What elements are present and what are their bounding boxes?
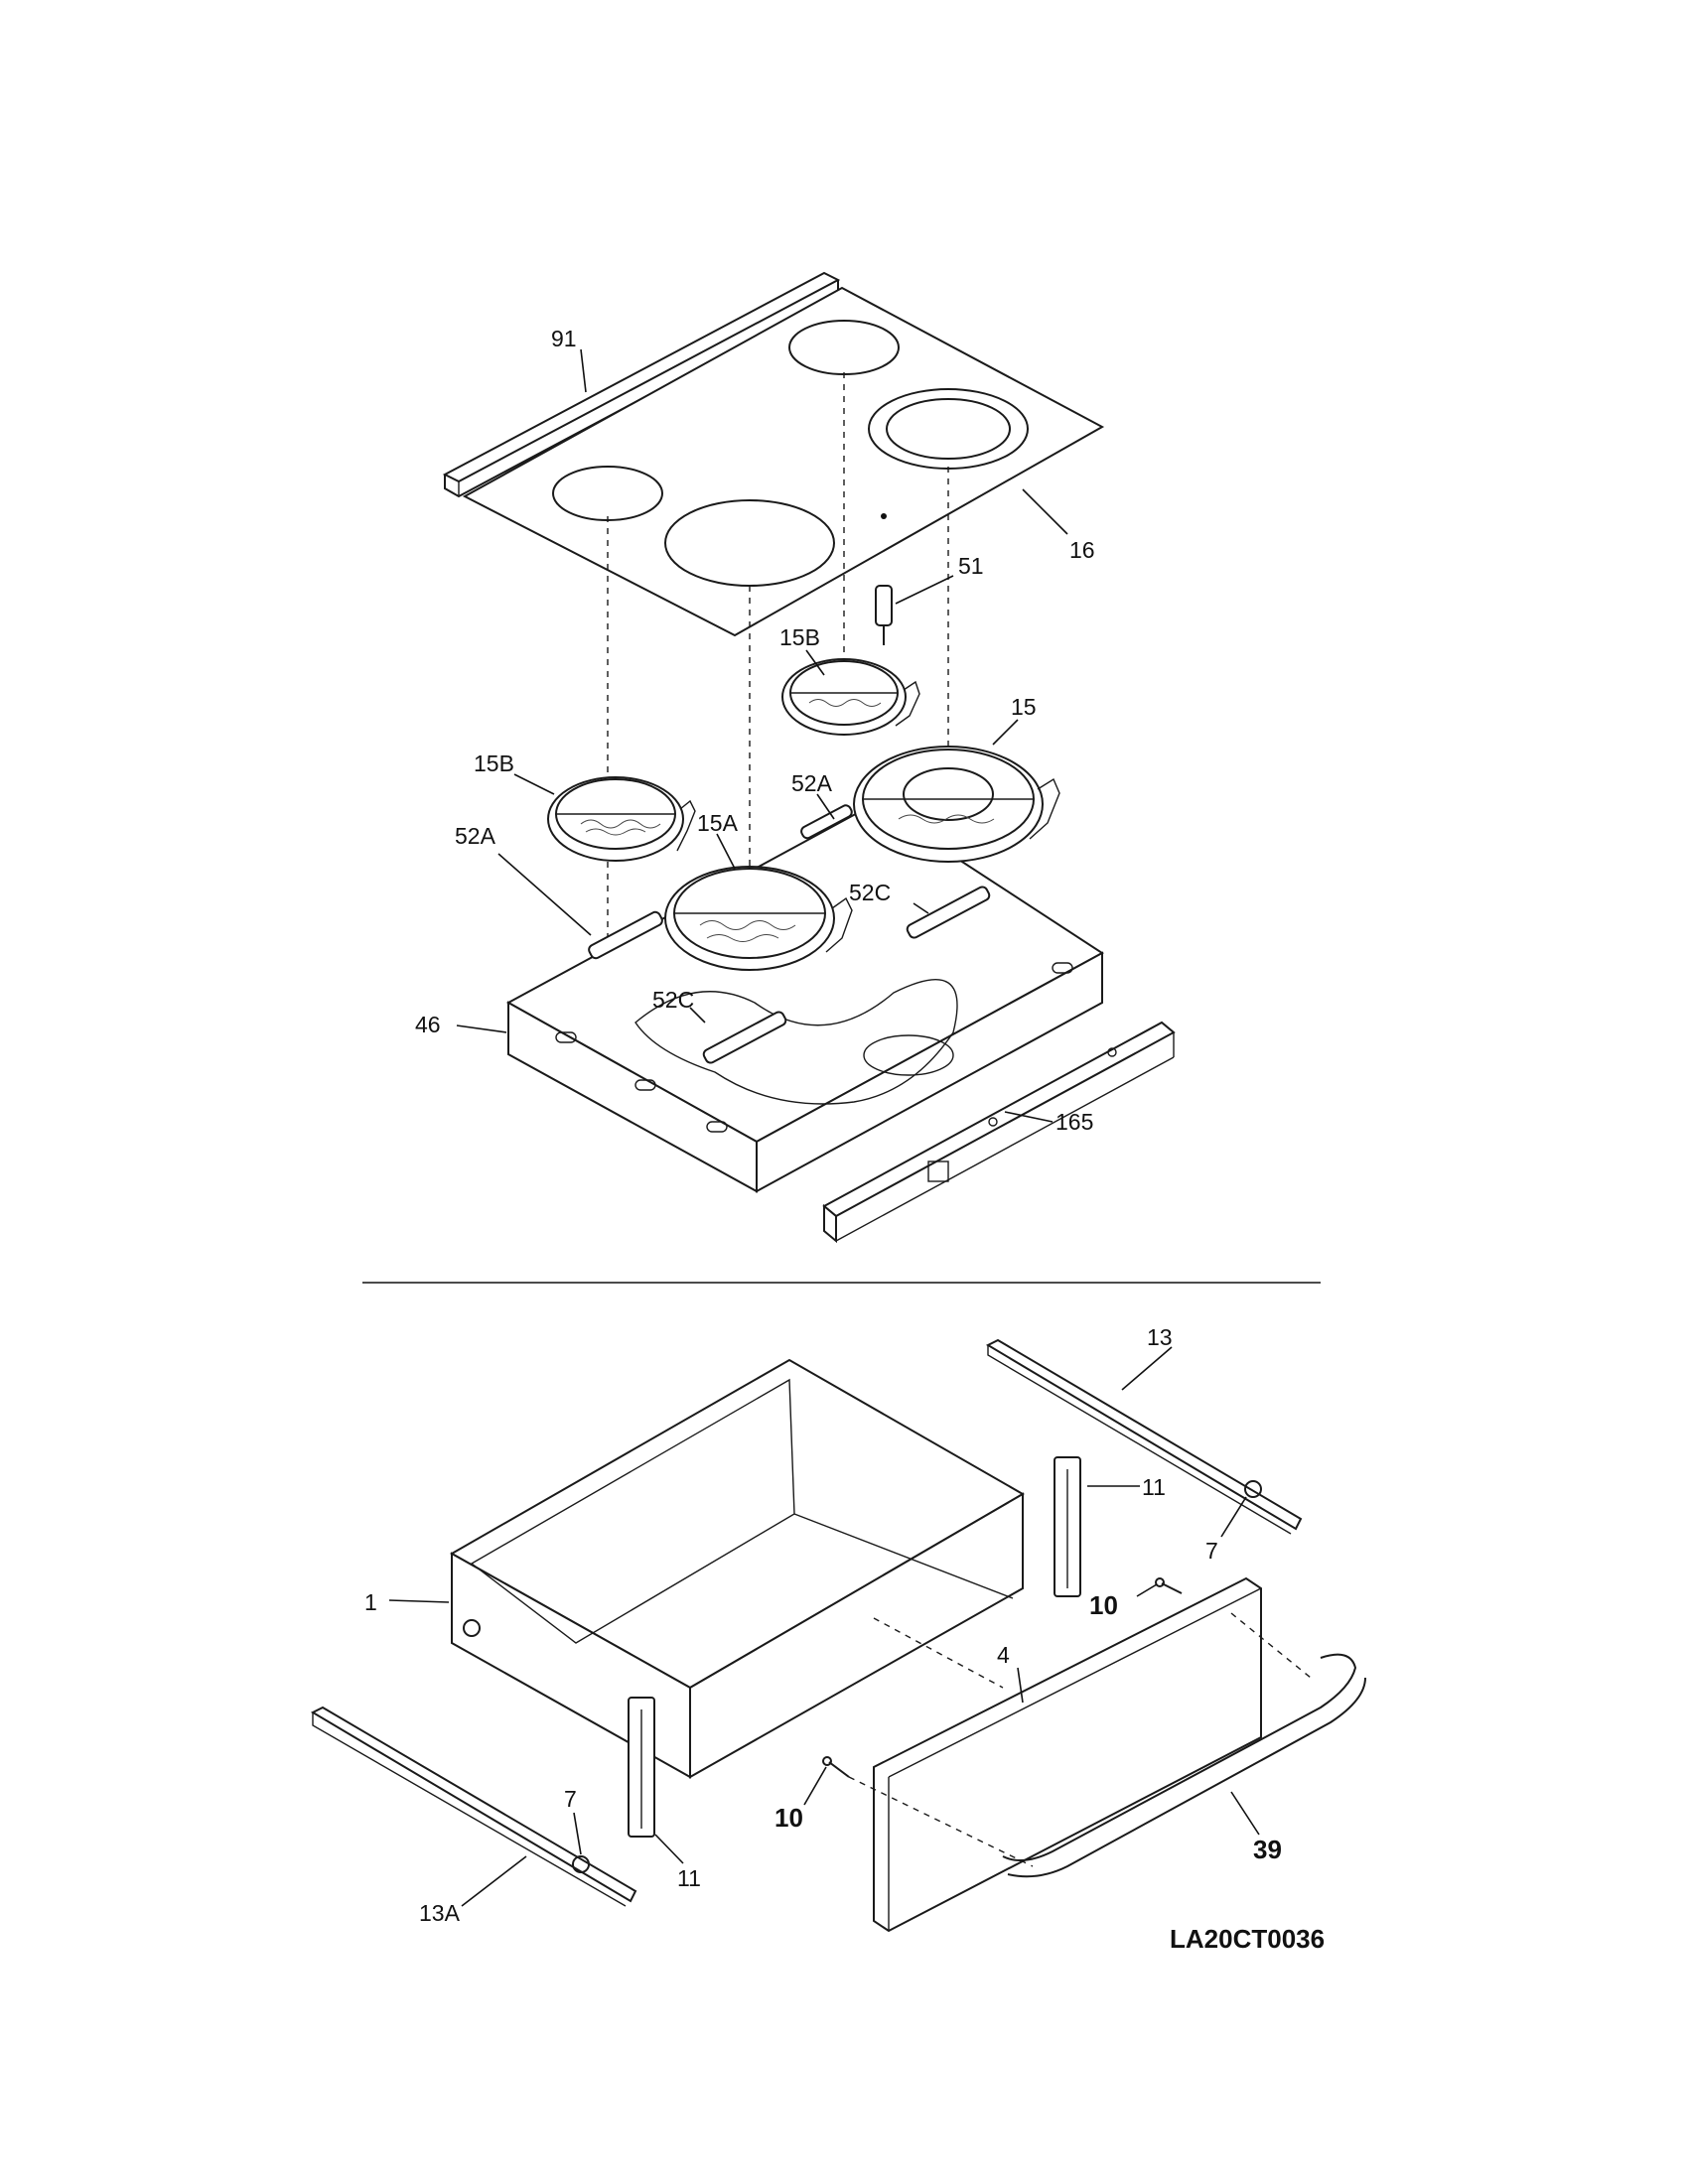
part-39-handle	[1002, 1653, 1366, 1878]
part-10-screw-right	[1155, 1577, 1183, 1594]
callout-1: 1	[364, 1589, 377, 1615]
diagram-id: LA20CT0036	[1170, 1924, 1325, 1954]
part-52C-strap-right	[906, 886, 991, 939]
callout-13A: 13A	[419, 1900, 461, 1926]
part-10-screw-left	[822, 1756, 850, 1778]
part-52A-strap-left	[588, 910, 663, 960]
callout-52A-right: 52A	[791, 770, 833, 796]
callout-13: 13	[1147, 1324, 1173, 1350]
part-52C-strap-left	[702, 1011, 787, 1064]
callout-51: 51	[958, 553, 984, 579]
alignment-lines	[607, 372, 949, 998]
callout-11-right: 11	[1142, 1474, 1166, 1500]
part-11-bracket-right	[1054, 1456, 1081, 1597]
part-51-sensor	[875, 585, 893, 645]
callout-7-right: 7	[1205, 1538, 1218, 1564]
callout-10-left: 10	[774, 1803, 803, 1833]
callout-15B-left: 15B	[474, 751, 514, 776]
callout-10-right: 10	[1089, 1590, 1118, 1620]
callout-91: 91	[551, 326, 577, 351]
callout-15A: 15A	[697, 810, 739, 836]
part-46-chassis-tray	[505, 802, 1104, 1193]
part-15-dual-element	[853, 746, 1060, 863]
callout-46: 46	[415, 1012, 441, 1037]
part-15B-element-right	[781, 658, 920, 736]
part-52A-strap-right	[800, 804, 853, 840]
part-15B-element-left	[547, 776, 696, 862]
callout-7-left: 7	[564, 1786, 577, 1812]
callout-52C-right: 52C	[849, 880, 891, 905]
callout-52C-left: 52C	[652, 987, 694, 1013]
leader-lines-lower	[388, 1346, 1260, 1907]
alignment-line-handle-left	[848, 1776, 1034, 1867]
part-4-drawer-front	[873, 1576, 1262, 1933]
alignment-line-drawer	[873, 1617, 1004, 1689]
part-11-bracket-left	[628, 1697, 655, 1838]
drawer-assembly: 13 11 7 1 10 4 10 39 7 11 13A	[310, 1324, 1366, 1933]
cooktop-assembly: 91 16 51 15B 15 15B 52A 15A 52A 52C 46 5…	[415, 271, 1176, 1244]
callout-52A-left: 52A	[455, 823, 496, 849]
part-165-bracket	[822, 1021, 1176, 1244]
callout-165: 165	[1055, 1109, 1093, 1135]
alignment-line-handle-right	[1230, 1612, 1312, 1679]
part-1-drawer-body	[449, 1358, 1025, 1779]
callout-11-left: 11	[677, 1865, 701, 1891]
part-13A-slide-rail	[310, 1706, 637, 1907]
leader-lines-upper	[456, 348, 1068, 1123]
callout-16: 16	[1069, 537, 1095, 563]
callout-15: 15	[1011, 694, 1037, 720]
callout-15B-right: 15B	[779, 624, 820, 650]
part-15A-element	[664, 866, 853, 971]
callout-4: 4	[997, 1642, 1010, 1668]
callout-39: 39	[1253, 1835, 1282, 1864]
part-13-slide-rail	[985, 1338, 1303, 1535]
